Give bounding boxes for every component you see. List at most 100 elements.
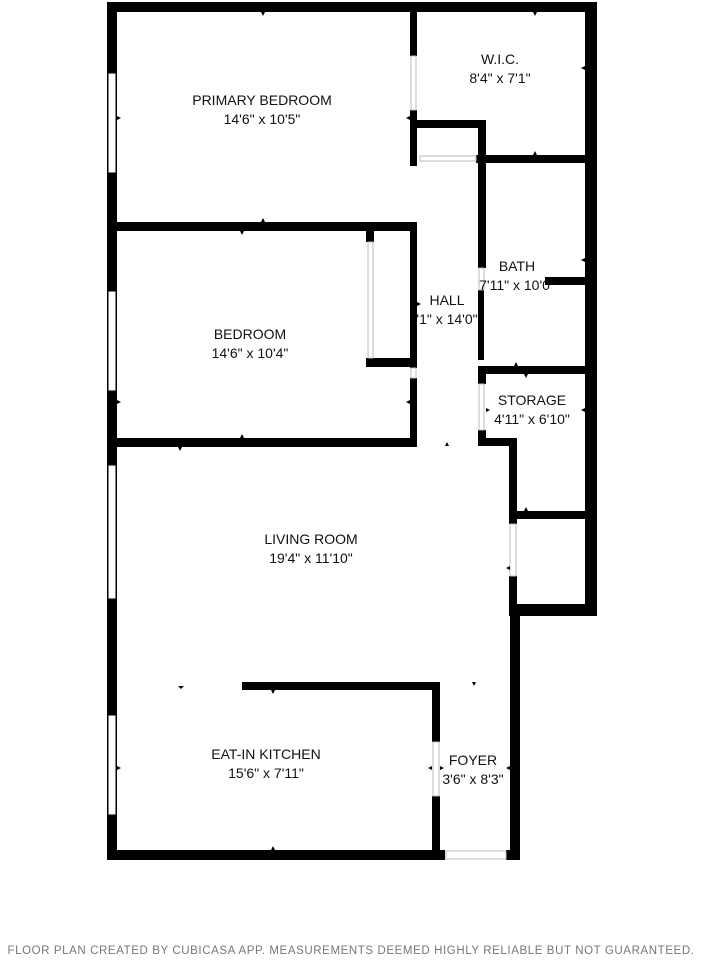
wall-storage-step-v	[509, 438, 517, 524]
wall-bath-stub	[545, 277, 586, 285]
wall-hall-left-2	[410, 378, 417, 446]
room-label-primary-bedroom: PRIMARY BEDROOM 14'6" x 10'5"	[162, 91, 362, 129]
tick	[117, 400, 121, 404]
wall-wic-bottom	[476, 155, 586, 163]
tick	[178, 447, 182, 451]
dimension-ticks	[117, 12, 585, 850]
tick	[581, 258, 585, 262]
wall-hall-right-top	[478, 120, 486, 268]
wall-right-step	[511, 604, 597, 616]
tick	[261, 12, 265, 16]
walls	[107, 2, 597, 860]
tick	[271, 690, 275, 694]
wall-closet-top	[410, 120, 486, 128]
room-dimensions: '1" x 14'0"	[416, 311, 478, 327]
wall-kitchen-right-top	[432, 682, 440, 742]
room-name: BEDROOM	[213, 326, 287, 342]
wall-wic-left-top	[410, 2, 417, 56]
tick	[445, 442, 449, 446]
wall-storage-bottom	[509, 511, 586, 519]
wall-right-lower	[510, 604, 520, 860]
room-label-bedroom: BEDROOM 14'6" x 10'4"	[170, 325, 330, 363]
wall-closet-left	[366, 228, 374, 242]
room-dimensions: 15'6" x 7'11"	[228, 765, 304, 781]
wall-primary-bottom	[107, 222, 417, 231]
tick	[524, 374, 528, 378]
tick	[524, 507, 528, 511]
room-label-bath: BATH 7'11" x 10'0"	[477, 257, 557, 295]
tick	[472, 682, 476, 686]
wall-storage-left-top	[478, 366, 486, 384]
wall-bottom-right	[506, 850, 520, 860]
tick	[581, 66, 585, 70]
room-name: EAT-IN KITCHEN	[211, 746, 321, 762]
room-name: BATH	[498, 258, 536, 274]
tick	[271, 846, 275, 850]
tick	[406, 400, 410, 404]
room-name: STORAGE	[497, 392, 567, 408]
footer-disclaimer: FLOOR PLAN CREATED BY CUBICASA APP. MEAS…	[7, 945, 695, 957]
tick	[261, 218, 265, 222]
opening-kitchen	[432, 741, 440, 797]
wall-bottom-left	[107, 850, 445, 860]
room-name: PRIMARY BEDROOM	[192, 92, 332, 108]
tick	[240, 434, 244, 438]
room-dimensions: 14'6" x 10'4"	[211, 345, 289, 361]
window-living	[107, 464, 117, 600]
wall-top	[107, 2, 597, 12]
wall-hall-right-mid	[478, 290, 484, 360]
wall-kitchen-top	[242, 682, 440, 690]
opening-closet2	[509, 523, 517, 577]
room-label-hall: HALL '1" x 14'0"	[412, 291, 482, 329]
room-label-storage: STORAGE 4'11" x 6'10"	[482, 391, 582, 429]
wall-closet2-left	[509, 576, 517, 616]
room-name: LIVING ROOM	[264, 531, 358, 547]
wall-wic-left-mid	[410, 110, 417, 166]
wall-bedroom-bottom	[107, 438, 417, 447]
room-dimensions: 14'6" x 10'5"	[223, 111, 301, 127]
tick	[581, 408, 585, 412]
room-label-kitchen: EAT-IN KITCHEN 15'6" x 7'11"	[186, 745, 346, 783]
window-bedroom	[107, 290, 117, 392]
tick	[533, 151, 537, 155]
openings	[367, 55, 517, 860]
wall-hall-left-1	[410, 222, 417, 368]
room-name: FOYER	[448, 752, 498, 768]
room-dimensions: 19'4" x 11'10"	[269, 550, 353, 566]
opening-entry	[445, 850, 507, 860]
window-primary	[107, 72, 117, 174]
room-name: W.I.C.	[480, 51, 520, 67]
room-name: HALL	[429, 292, 465, 308]
tick	[428, 766, 432, 770]
opening-primary-closet	[367, 241, 374, 359]
opening-bath	[478, 267, 485, 291]
tick	[117, 766, 121, 770]
opening-bedroom	[410, 367, 417, 379]
tick	[506, 566, 510, 570]
tick	[178, 686, 184, 689]
room-label-foyer: FOYER 3'6" x 8'3"	[437, 751, 509, 789]
room-dimensions: 8'4" x 7'1"	[469, 70, 531, 86]
opening-storage	[478, 383, 485, 431]
windows	[107, 72, 117, 816]
room-label-wic: W.I.C. 8'4" x 7'1"	[440, 50, 560, 88]
tick	[117, 116, 121, 120]
room-dimensions: 3'6" x 8'3"	[442, 771, 504, 787]
wall-right-upper	[585, 2, 597, 616]
tick	[417, 302, 421, 306]
room-dimensions: 4'11" x 6'10"	[494, 411, 570, 427]
wall-closet-bottom	[366, 358, 417, 367]
tick	[486, 408, 490, 412]
tick	[533, 12, 537, 16]
wall-storage-step-h	[478, 438, 517, 446]
room-label-living-room: LIVING ROOM 19'4" x 11'10"	[221, 530, 401, 568]
wall-bath-bottom	[480, 366, 586, 374]
tick	[240, 231, 244, 235]
tick	[406, 116, 410, 120]
tick	[514, 362, 518, 366]
wall-kitchen-right-bot	[432, 796, 440, 860]
tick	[506, 766, 510, 770]
window-kitchen	[107, 714, 117, 816]
opening-wic	[410, 55, 417, 111]
